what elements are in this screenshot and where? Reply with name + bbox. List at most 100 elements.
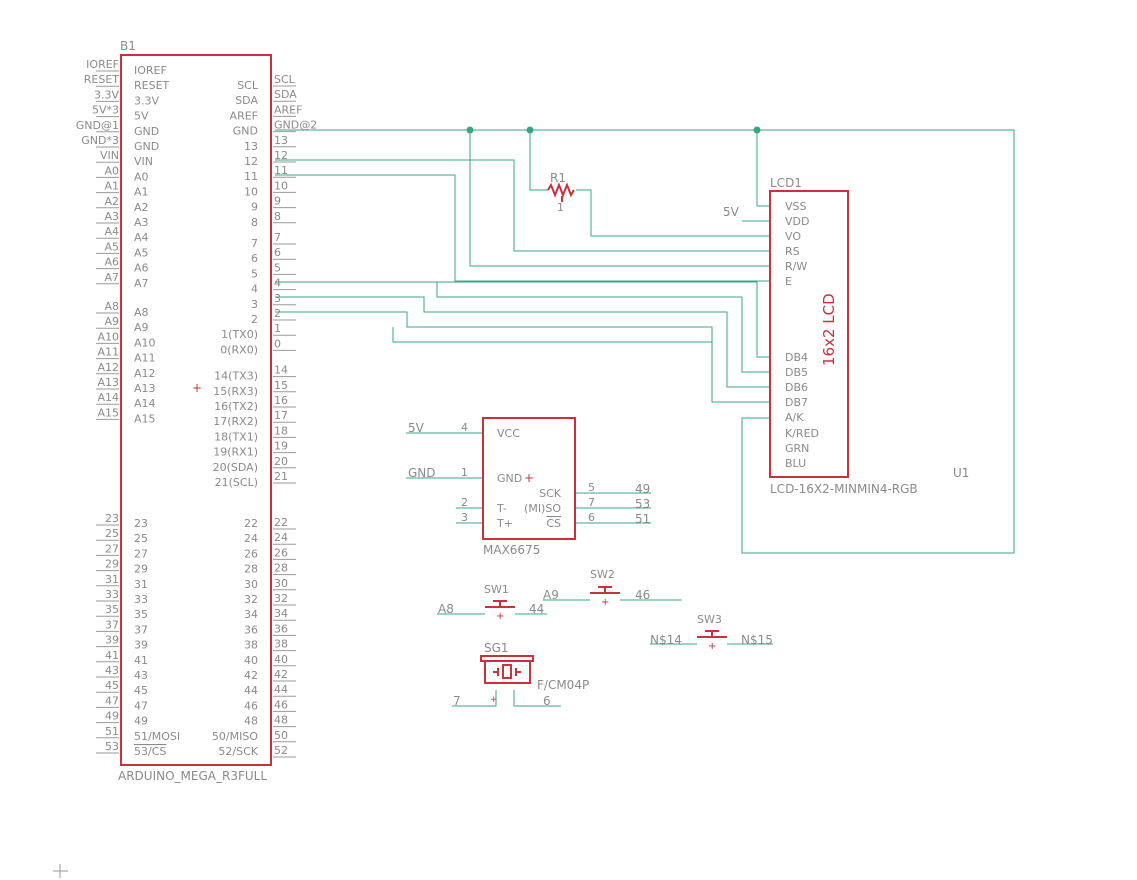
arduino-inner-left-bottom-pin: 31	[134, 578, 148, 591]
arduino-inner-right-bottom-pin: 24	[244, 532, 258, 545]
sw2-right-net: 46	[635, 588, 650, 602]
lcd-center-label: 16x2 LCD	[820, 293, 838, 366]
switch-sw1[interactable]: + SW1 A8 44	[438, 583, 544, 622]
arduino-inner-right-pin: 12	[244, 155, 258, 168]
arduino-inner-left-bottom-pin: 23	[134, 517, 148, 530]
arduino-outer-right-pin: 13	[274, 134, 288, 147]
arduino-inner-right-bottom-pin: 28	[244, 563, 258, 576]
arduino-outer-right-bottom-pin: 36	[274, 622, 288, 635]
arduino-inner-right-pin: 5	[251, 267, 258, 280]
net-wires	[275, 129, 1015, 707]
arduino-inner-left-pins: IOREFRESET3.3V5VGNDGNDVINA0A1A2A3A4A5A6A…	[134, 64, 180, 758]
max6675-net-53: 53	[635, 497, 650, 511]
arduino-inner-right-pin: 14(TX3)	[214, 370, 258, 383]
switch-sw2[interactable]: + SW2 A9 46	[543, 568, 650, 608]
arduino-inner-right-pin: 15(RX3)	[213, 385, 258, 398]
buzzer-sg1[interactable]: SG1 F/CM04P 7 6 +	[453, 641, 589, 708]
arduino-mega[interactable]: B1 ARDUINO_MEGA_R3FULL + IOREFRESET3.3V5…	[76, 39, 317, 783]
arduino-inner-right-bottom-pin: 48	[244, 715, 258, 728]
arduino-outer-left-pin: GND*3	[81, 134, 119, 147]
max6675-num-vcc: 4	[461, 421, 468, 434]
arduino-outer-right-pin: 15	[274, 379, 288, 392]
max6675-net-51: 51	[635, 512, 650, 526]
arduino-inner-left-pin: A14	[134, 397, 156, 410]
arduino-outer-right-pin: 0	[274, 337, 281, 350]
arduino-outer-right-pin: 2	[274, 307, 281, 320]
arduino-inner-right-pin: 2	[251, 313, 258, 326]
arduino-outer-left-pin: A7	[104, 271, 119, 284]
arduino-outer-left-bottom-pin: 39	[105, 634, 119, 647]
arduino-outer-left-bottom-pin: 31	[105, 573, 119, 586]
lcd-name: LCD-16X2-MINMIN4-RGB	[770, 482, 918, 496]
max6675-pin-tminus: T-	[496, 502, 507, 515]
arduino-outer-left-pin: GND@1	[76, 119, 119, 132]
arduino-outer-right-pin: 3	[274, 292, 281, 305]
arduino-outer-left-pin: A12	[97, 361, 119, 374]
arduino-outer-right-pin: 19	[274, 440, 288, 453]
arduino-outer-right-pin: 6	[274, 246, 281, 259]
arduino-inner-left-pin: 5V	[134, 110, 149, 123]
arduino-outer-left-bottom-pin: 33	[105, 588, 119, 601]
max6675-num-so: 7	[588, 496, 595, 509]
sw2-ref: SW2	[590, 568, 615, 581]
arduino-inner-left-bottom-pin: 33	[134, 593, 148, 606]
arduino-inner-right-bottom-pin: 22	[244, 517, 258, 530]
arduino-outer-left-pin: A4	[104, 225, 119, 238]
max6675-num-gnd: 1	[461, 466, 468, 479]
arduino-outer-right-bottom-pin: 52	[274, 744, 288, 757]
arduino-inner-left-pin: A1	[134, 186, 149, 199]
buzzer-ref: SG1	[484, 641, 509, 655]
lcd-pin-label: DB5	[785, 366, 808, 379]
arduino-inner-right-pin: 10	[244, 185, 258, 198]
arduino-outer-left-pin: A3	[104, 210, 119, 223]
resistor-ref: R1	[550, 171, 566, 185]
arduino-inner-right-pin: 11	[244, 170, 258, 183]
arduino-origin-mark: +	[192, 381, 202, 395]
arduino-inner-right-bottom-pin: 34	[244, 608, 258, 621]
arduino-inner-right-bottom-pin: 40	[244, 654, 258, 667]
arduino-inner-right-bottom-pin: 36	[244, 623, 258, 636]
arduino-outer-right-pin: 12	[274, 149, 288, 162]
max6675-pin-vcc: VCC	[497, 427, 520, 440]
max6675-origin-mark: +	[524, 471, 534, 485]
sw1-ref: SW1	[484, 583, 509, 596]
max6675-net-5v: 5V	[408, 421, 425, 435]
lcd-pin-label: VSS	[785, 200, 807, 213]
arduino-outer-right-bottom-pin: 22	[274, 516, 288, 529]
arduino-inner-right-pin: 16(TX2)	[214, 400, 258, 413]
arduino-outer-right-pin: GND@2	[274, 119, 317, 132]
lcd-module[interactable]: LCD1 LCD-16X2-MINMIN4-RGB 16x2 LCD 5V VS…	[723, 176, 918, 496]
arduino-inner-right-bottom-pin: 26	[244, 547, 258, 560]
arduino-outer-right-pin: 4	[274, 277, 281, 290]
arduino-inner-left-bottom-pin: 47	[134, 699, 148, 712]
arduino-outer-left-pin: A14	[97, 391, 119, 404]
arduino-outer-left-pin: A15	[97, 406, 119, 419]
arduino-outer-left-pin: IOREF	[86, 58, 119, 71]
arduino-inner-left-pin: A11	[134, 352, 156, 365]
arduino-outer-left-pin: 3.3V	[94, 88, 119, 101]
arduino-outer-right-bottom-pin: 38	[274, 638, 288, 651]
lcd-pin-label: GRN	[785, 442, 809, 455]
max6675-pin-sck: SCK	[539, 487, 562, 500]
sw1-right-net: 44	[529, 602, 544, 616]
arduino-inner-left-pin: VIN	[134, 155, 153, 168]
arduino-outer-left-bottom-pin: 25	[105, 527, 119, 540]
max6675-module[interactable]: MAX6675 VCC GND + T- T+ SCK (MI)SO CS 4 …	[408, 417, 650, 557]
arduino-outer-left-bottom-pin: 35	[105, 603, 119, 616]
resistor-r1[interactable]: R1 1	[547, 171, 575, 214]
arduino-inner-right-pin: 9	[251, 201, 258, 214]
sw3-left-net: N$14	[650, 633, 682, 647]
u1-label: U1	[953, 466, 969, 480]
arduino-outer-right-pin: 21	[274, 470, 288, 483]
arduino-inner-right-pin: 1(TX0)	[221, 328, 258, 341]
arduino-outer-left-pin: A11	[97, 346, 119, 359]
arduino-outer-right-pin: AREF	[274, 103, 302, 116]
arduino-outer-right-pin: 20	[274, 455, 288, 468]
arduino-inner-left-pin: RESET	[134, 79, 170, 92]
arduino-inner-left-bottom-pin: 39	[134, 639, 148, 652]
arduino-inner-right-pin: 18(TX1)	[214, 430, 258, 443]
arduino-outer-right-pin: 11	[274, 164, 288, 177]
switch-sw3[interactable]: + SW3 N$14 N$15	[650, 613, 773, 652]
